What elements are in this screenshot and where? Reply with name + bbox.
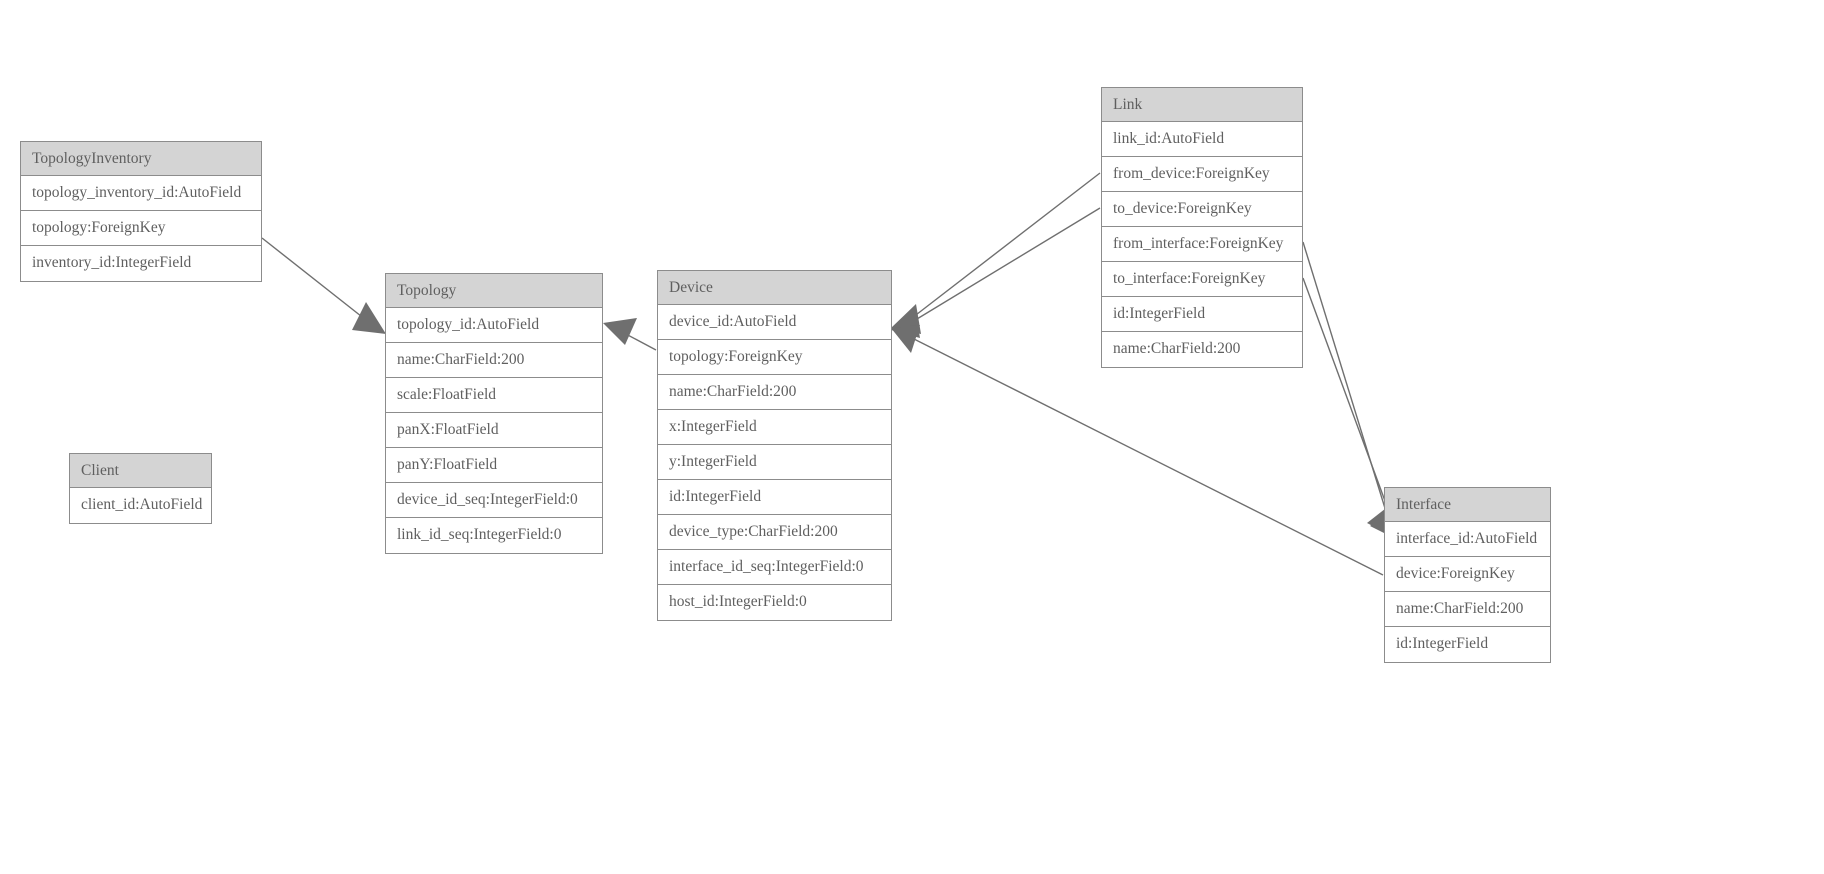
entity-field[interactable]: to_interface:ForeignKey (1102, 262, 1302, 297)
rel-link-frominterface-interface (1302, 241, 1396, 538)
entity-field[interactable]: name:CharField:200 (1102, 332, 1302, 367)
entity-field[interactable]: link_id_seq:IntegerField:0 (386, 518, 602, 553)
entity-field[interactable]: scale:FloatField (386, 378, 602, 413)
relationship-arrowhead-icon (891, 310, 920, 338)
relationship-line (911, 337, 1384, 576)
entity-field[interactable]: from_interface:ForeignKey (1102, 227, 1302, 262)
relationship-arrowhead-icon (352, 302, 386, 334)
rel-link-fromdevice-device (891, 172, 1101, 334)
relationship-arrowhead-icon (891, 325, 920, 353)
rel-link-todevice-device (891, 207, 1101, 338)
relationship-line (911, 207, 1101, 323)
entity-field[interactable]: id:IntegerField (1385, 627, 1550, 662)
relationship-arrowhead-icon (603, 318, 637, 345)
entity-field[interactable]: device_id:AutoField (658, 305, 891, 340)
entity-field[interactable]: panX:FloatField (386, 413, 602, 448)
entity-field[interactable]: device:ForeignKey (1385, 557, 1550, 592)
relationship-line (1302, 241, 1389, 519)
entity-field[interactable]: host_id:IntegerField:0 (658, 585, 891, 620)
entity-field[interactable]: name:CharField:200 (1385, 592, 1550, 627)
entity-field[interactable]: device_type:CharField:200 (658, 515, 891, 550)
entity-field[interactable]: device_id_seq:IntegerField:0 (386, 483, 602, 518)
entity-field[interactable]: topology_inventory_id:AutoField (21, 176, 261, 211)
rel-device-topology (603, 318, 657, 351)
entity-field[interactable]: to_device:ForeignKey (1102, 192, 1302, 227)
entity-field[interactable]: interface_id:AutoField (1385, 522, 1550, 557)
entity-title-topology_inventory: TopologyInventory (21, 142, 261, 176)
relationship-line (623, 332, 657, 351)
entity-field[interactable]: id:IntegerField (1102, 297, 1302, 332)
entity-field[interactable]: name:CharField:200 (386, 343, 602, 378)
entity-field[interactable]: panY:FloatField (386, 448, 602, 483)
entity-field[interactable]: topology:ForeignKey (21, 211, 261, 246)
rel-topologyinventory-topology (261, 237, 386, 334)
entity-field[interactable]: topology:ForeignKey (658, 340, 891, 375)
relationship-line (911, 172, 1101, 319)
entity-title-interface: Interface (1385, 488, 1550, 522)
relationship-arrowhead-icon (891, 304, 921, 334)
entity-field[interactable]: interface_id_seq:IntegerField:0 (658, 550, 891, 585)
entity-title-topology: Topology (386, 274, 602, 308)
entity-field[interactable]: client_id:AutoField (70, 488, 211, 523)
entity-field[interactable]: topology_id:AutoField (386, 308, 602, 343)
entity-title-device: Device (658, 271, 891, 305)
entity-field[interactable]: y:IntegerField (658, 445, 891, 480)
entity-field[interactable]: id:IntegerField (658, 480, 891, 515)
entity-field[interactable]: name:CharField:200 (658, 375, 891, 410)
entity-title-client: Client (70, 454, 211, 488)
entity-title-link: Link (1102, 88, 1302, 122)
entity-field[interactable]: link_id:AutoField (1102, 122, 1302, 157)
relationship-line (1302, 277, 1393, 521)
entity-field[interactable]: inventory_id:IntegerField (21, 246, 261, 281)
entity-field[interactable]: from_device:ForeignKey (1102, 157, 1302, 192)
entity-field[interactable]: x:IntegerField (658, 410, 891, 445)
relationship-line (261, 237, 367, 321)
